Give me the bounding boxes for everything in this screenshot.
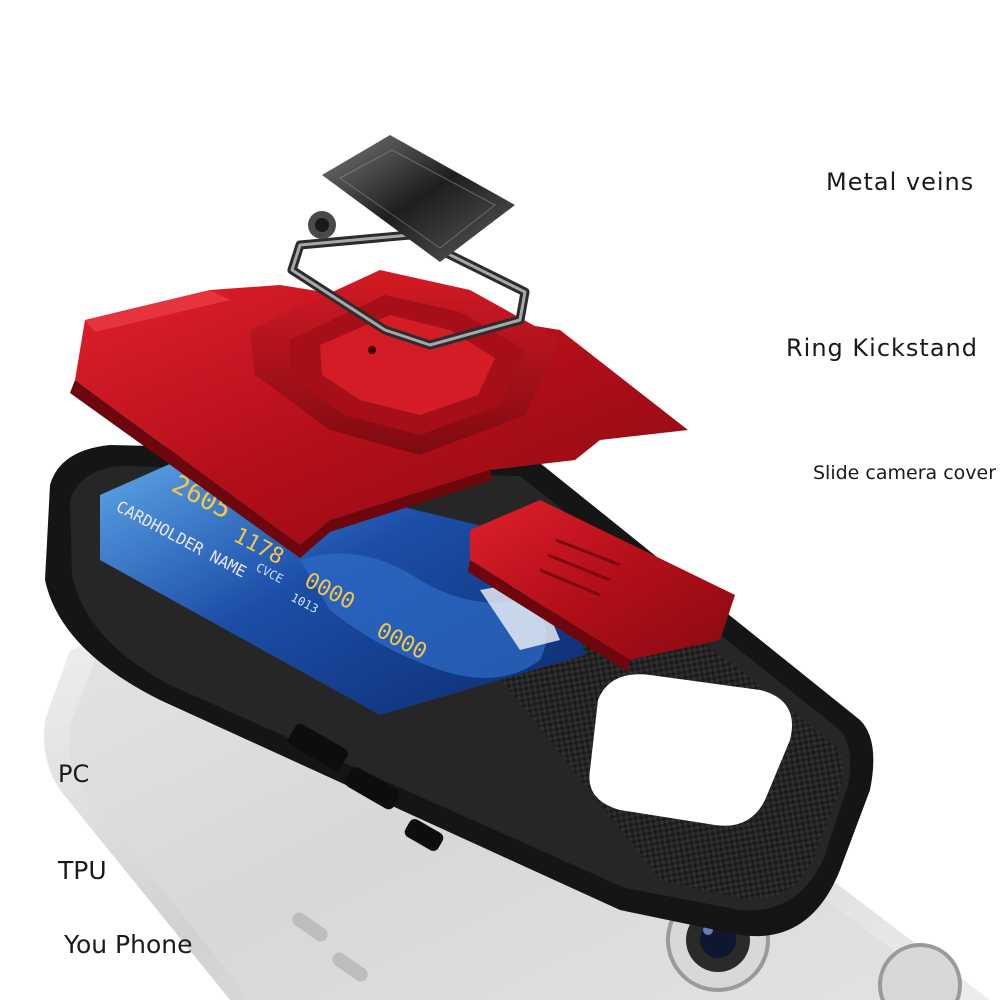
tpu-label: TPU (58, 856, 107, 885)
ring-kickstand-base (250, 270, 560, 455)
ring-kickstand-label: Ring Kickstand (786, 334, 978, 362)
slide-camera-cover-label: Slide camera cover (813, 462, 997, 484)
slide-camera-cover (468, 500, 735, 672)
you-phone-label: You Phone (64, 930, 193, 959)
metal-veins-plate (322, 135, 515, 262)
metal-veins-label: Metal veins (826, 168, 975, 196)
pc-label: PC (58, 760, 90, 788)
